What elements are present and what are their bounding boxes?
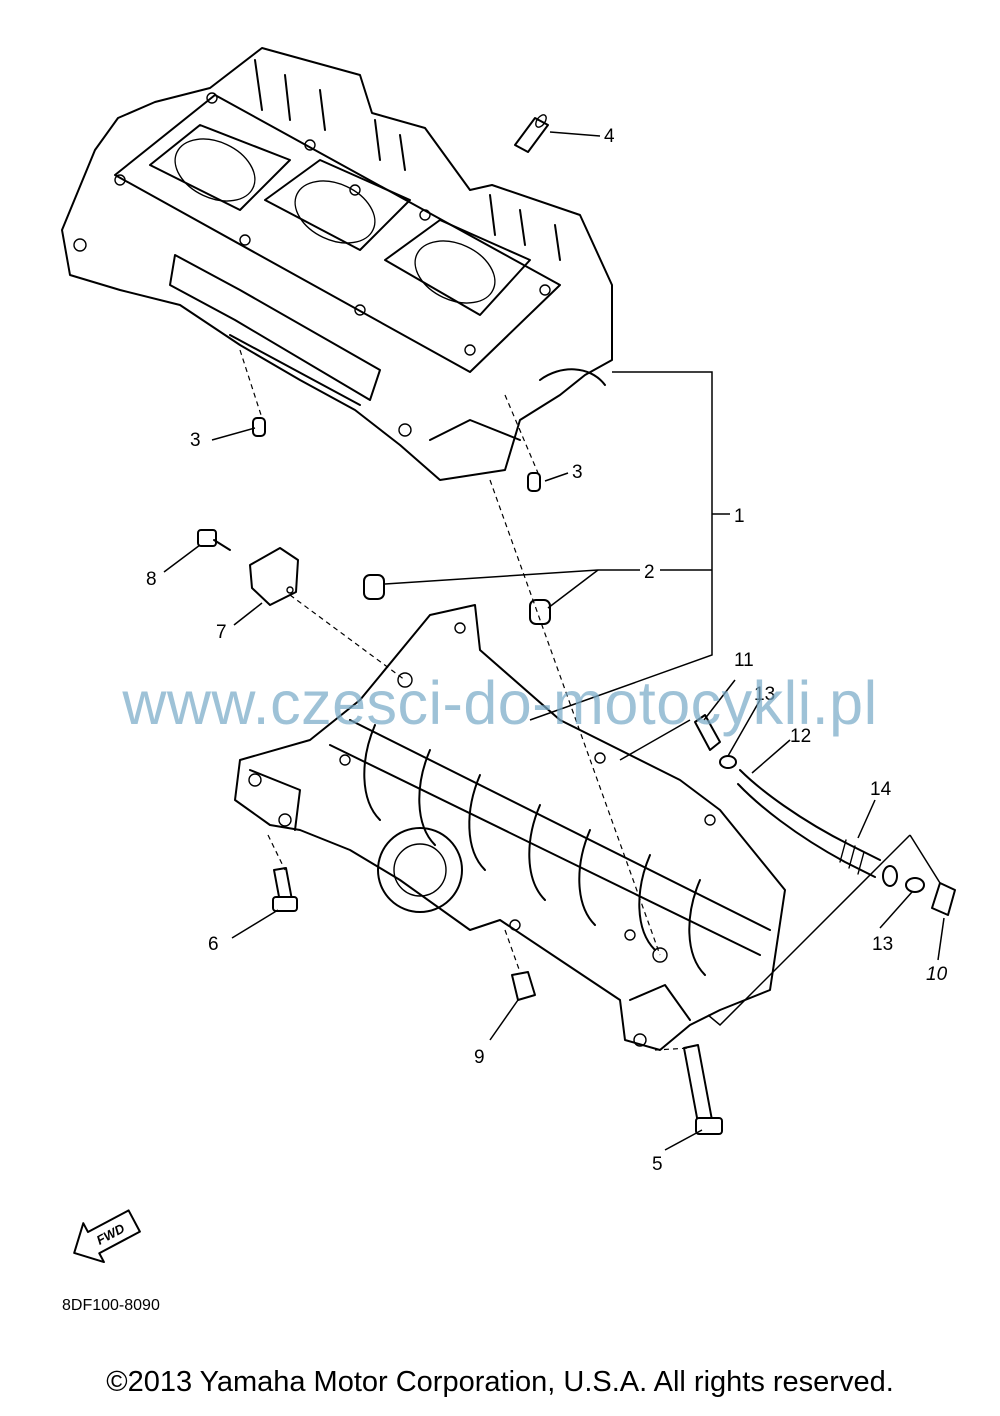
bolt-6-part xyxy=(272,867,298,912)
callout-14: 14 xyxy=(870,779,892,800)
elbow-fitting-10-part xyxy=(931,882,956,916)
fitting-11-part xyxy=(694,714,721,751)
callout-4: 4 xyxy=(604,126,615,147)
bolt-5-part xyxy=(683,1044,723,1135)
clamp-13-lower-part xyxy=(905,877,925,893)
callout-numbers: 4 3 3 1 2 8 7 11 13 12 14 13 10 6 9 5 xyxy=(146,126,948,1175)
callout-7: 7 xyxy=(216,622,227,643)
callout-11: 11 xyxy=(734,650,754,671)
upper-crankcase xyxy=(61,47,613,481)
callout-3-right: 3 xyxy=(572,462,583,483)
callout-12: 12 xyxy=(790,726,811,747)
dowel-pin-3-parts xyxy=(252,417,541,492)
bracket-7-part xyxy=(249,547,299,606)
plug-9-part xyxy=(511,971,536,1001)
callout-3-left: 3 xyxy=(190,430,201,451)
clamp-13-upper-part xyxy=(719,755,737,769)
callout-6: 6 xyxy=(208,934,219,955)
leader-lines xyxy=(163,131,945,1151)
callout-5: 5 xyxy=(652,1154,663,1175)
callout-13-lower: 13 xyxy=(872,934,893,955)
knock-pin-2-parts xyxy=(363,574,551,625)
diagram-code: 8DF100-8090 xyxy=(62,1297,160,1314)
callout-2: 2 xyxy=(644,562,655,583)
callout-1: 1 xyxy=(734,506,745,527)
dowel-pin-4-part xyxy=(514,114,549,153)
lower-crankcase xyxy=(234,604,786,1051)
alignment-lines xyxy=(239,349,691,1051)
fwd-arrow-icon: FWD xyxy=(73,1209,141,1264)
callout-13-upper: 13 xyxy=(754,684,775,705)
callout-8: 8 xyxy=(146,569,157,590)
hose-12-14-part xyxy=(737,769,898,887)
bolt-8-part xyxy=(197,529,231,551)
copyright-notice: ©2013 Yamaha Motor Corporation, U.S.A. A… xyxy=(106,1366,894,1398)
callout-10: 10 xyxy=(926,964,948,985)
callout-9: 9 xyxy=(474,1047,485,1068)
